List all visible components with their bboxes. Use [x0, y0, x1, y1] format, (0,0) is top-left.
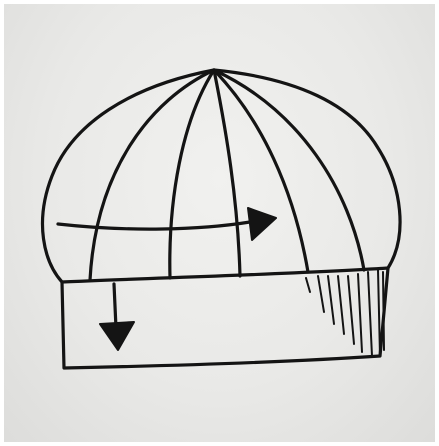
crown-seam-3 [214, 70, 240, 276]
crown-seam-4 [214, 70, 308, 272]
arrow-down-icon [100, 322, 134, 350]
arrow-down-icon-shaft [114, 284, 116, 328]
crown-seam-1 [90, 70, 214, 280]
brim-shading [306, 270, 384, 356]
crown-seam-2 [170, 70, 214, 278]
arrow-right-icon [248, 208, 276, 240]
arrow-right-icon-shaft [58, 222, 250, 229]
crown-seam-5 [214, 70, 364, 270]
